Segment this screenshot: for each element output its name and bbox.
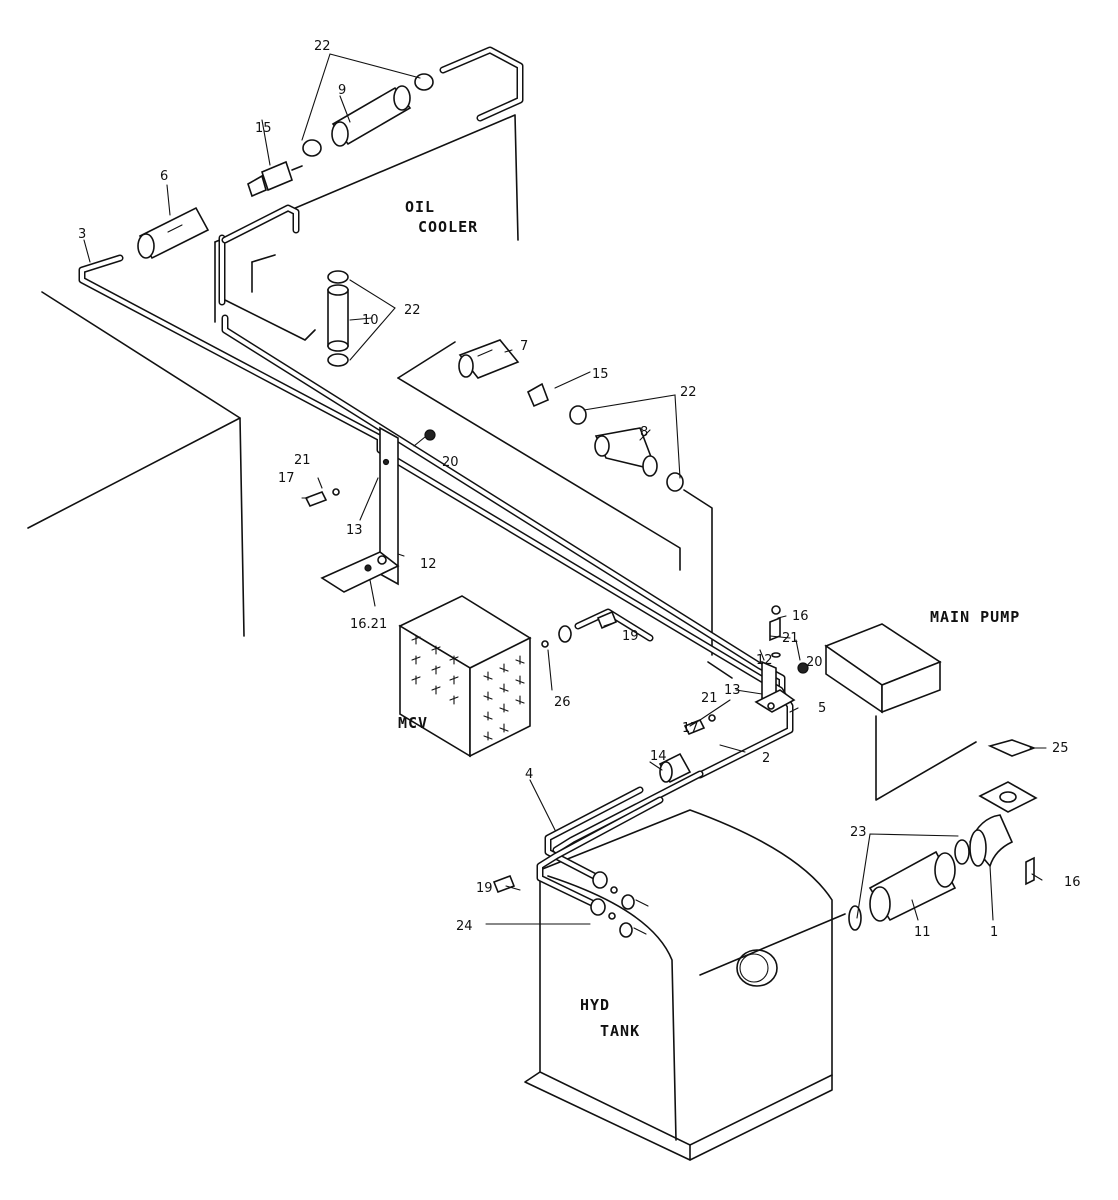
callout-19: 19 <box>622 629 639 644</box>
hyd-tank-label-2: TANK <box>600 1022 640 1040</box>
callout-21: 21 <box>701 691 718 706</box>
component-labels: OIL COOLER MAIN PUMP MCV HYD TANK <box>398 198 1020 1040</box>
callout-20: 20 <box>442 455 459 470</box>
oil-cooler <box>214 114 519 341</box>
pipe-4 <box>536 786 664 908</box>
callout-6: 6 <box>160 169 168 184</box>
frame-lines <box>27 291 977 801</box>
callout-19: 19 <box>476 881 493 896</box>
callout-13: 13 <box>724 683 741 698</box>
callout-4: 4 <box>525 767 533 782</box>
callout-15: 15 <box>592 367 609 382</box>
hose-10-assembly <box>327 270 349 367</box>
long-pipes <box>221 314 794 854</box>
callout-23: 23 <box>850 825 867 840</box>
callout-8: 8 <box>640 425 648 440</box>
callout-16: 16 <box>792 609 809 624</box>
oil-cooler-label-1: OIL <box>405 198 435 216</box>
callout-22: 22 <box>680 385 697 400</box>
callout-26: 26 <box>554 695 571 710</box>
callout-13: 13 <box>346 523 363 538</box>
callout-5: 5 <box>818 701 826 716</box>
callout-2: 2 <box>762 751 770 766</box>
callout-17: 17 <box>278 471 295 486</box>
callout-20: 20 <box>806 655 823 670</box>
callout-22: 22 <box>404 303 421 318</box>
callout-9: 9 <box>338 83 346 98</box>
top-hose-assembly <box>137 46 524 260</box>
callout-10: 10 <box>362 313 379 328</box>
callout-numbers: 22 9 15 6 3 10 22 7 15 22 8 20 21 17 13 … <box>78 39 1081 940</box>
hyd-tank-label-1: HYD <box>580 996 610 1014</box>
callout-7: 7 <box>520 339 528 354</box>
main-pump <box>824 623 942 714</box>
hyd-tank <box>524 809 833 1161</box>
callout-16: 16 <box>1064 875 1081 890</box>
mcv-label: MCV <box>398 714 428 732</box>
mcv <box>398 595 532 758</box>
callout-1: 1 <box>990 925 998 940</box>
oil-cooler-label-2: COOLER <box>418 218 478 236</box>
bracket-12-right <box>754 660 809 713</box>
callout-12: 12 <box>420 557 437 572</box>
elbow-1 <box>969 739 1038 868</box>
bracket-12-left <box>320 426 436 593</box>
callout-12: 12 <box>756 653 773 668</box>
callout-25: 25 <box>1052 741 1069 756</box>
fittings <box>304 488 1035 938</box>
mcv-pipe <box>541 608 654 648</box>
callout-24: 24 <box>456 919 473 934</box>
callout-14: 14 <box>650 749 667 764</box>
main-pump-label: MAIN PUMP <box>930 608 1020 626</box>
middle-hose-assembly <box>458 339 684 492</box>
callout-21: 21 <box>294 453 311 468</box>
callout-17: 17 <box>682 721 699 736</box>
callout-16-21: 16.21 <box>350 617 387 632</box>
callout-3: 3 <box>78 227 86 242</box>
callout-15: 15 <box>255 121 272 136</box>
callout-11: 11 <box>914 925 931 940</box>
callout-22: 22 <box>314 39 331 54</box>
leader-lines <box>83 53 1047 925</box>
callout-21: 21 <box>782 631 799 646</box>
